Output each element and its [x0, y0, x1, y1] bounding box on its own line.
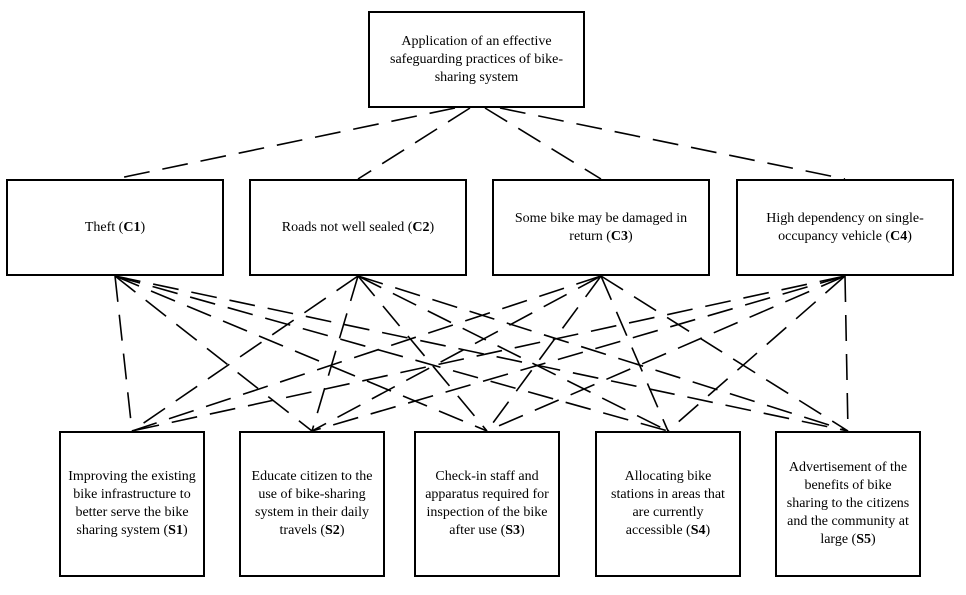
strategy-s5-code: S5	[856, 532, 872, 547]
criterion-c4-code: C4	[890, 228, 908, 244]
strategy-s2-node: Educate citizen to the use of bike-shari…	[239, 431, 385, 577]
criterion-c2-node: Roads not well sealed (C2)	[249, 179, 467, 276]
criterion-c4-node: High dependency on single-occupancy vehi…	[736, 179, 954, 276]
c4-to-s3-line	[486, 275, 846, 432]
c4-to-s1-line	[131, 275, 846, 432]
strategy-s5-node: Advertisement of the benefits of bike sh…	[775, 431, 921, 577]
goal-to-c4-line	[499, 107, 846, 180]
criterion-c1-node: Theft (C1)	[6, 179, 224, 276]
goal-to-c3-line	[484, 107, 602, 180]
c2-to-s5-line	[357, 275, 849, 432]
c4-to-s4-line	[667, 275, 846, 432]
criterion-c3-node: Some bike may be damaged in return (C3)	[492, 179, 710, 276]
c3-to-s1-line	[131, 275, 602, 432]
c1-to-s5-line	[114, 275, 849, 432]
c1-to-s3-line	[114, 275, 488, 432]
strategy-s1-code: S1	[168, 523, 183, 538]
goal-node: Application of an effective safeguarding…	[368, 11, 585, 108]
strategy-s3-node: Check-in staff and apparatus required fo…	[414, 431, 560, 577]
strategy-s4-code: S4	[690, 523, 706, 538]
c3-to-s5-line	[600, 275, 849, 432]
strategy-s4-label: Allocating bike stations in areas that a…	[611, 469, 725, 538]
c4-to-s2-line	[311, 275, 846, 432]
strategy-s2-label: Educate citizen to the use of bike-shari…	[251, 469, 373, 538]
c1-to-s2-line	[114, 275, 313, 432]
strategy-s1-node: Improving the existing bike infrastructu…	[59, 431, 205, 577]
criterion-c1-label: Theft	[84, 219, 116, 235]
goal-to-c2-line	[357, 107, 471, 180]
c2-to-s2-line	[311, 275, 359, 432]
c1-to-s1-line	[114, 275, 133, 432]
c3-to-s2-line	[311, 275, 602, 432]
strategy-s3-code: S3	[505, 523, 521, 538]
goal-to-c1-line	[114, 107, 456, 180]
criterion-c3-code: C3	[610, 228, 629, 244]
strategy-s3-label: Check-in staff and apparatus required fo…	[425, 469, 549, 538]
c4-to-s5-line	[844, 275, 849, 432]
strategy-s2-code: S2	[325, 523, 340, 538]
c3-to-s4-line	[600, 275, 669, 432]
strategy-s5-label: Advertisement of the benefits of bike sh…	[786, 460, 910, 547]
c2-to-s3-line	[357, 275, 488, 432]
criterion-c3-label: Some bike may be damaged in return	[514, 210, 688, 244]
strategy-s1-label: Improving the existing bike infrastructu…	[68, 469, 196, 538]
c2-to-s1-line	[131, 275, 359, 432]
c3-to-s3-line	[486, 275, 602, 432]
goal-text: Application of an effective safeguarding…	[390, 33, 563, 85]
criterion-c2-label: Roads not well sealed	[281, 219, 405, 235]
criterion-c2-code: C2	[412, 219, 430, 235]
criterion-c1-code: C1	[123, 219, 141, 235]
c1-to-s4-line	[114, 275, 669, 432]
c2-to-s4-line	[357, 275, 669, 432]
strategy-s4-node: Allocating bike stations in areas that a…	[595, 431, 741, 577]
criterion-c4-label: High dependency on single-occupancy vehi…	[766, 210, 924, 244]
